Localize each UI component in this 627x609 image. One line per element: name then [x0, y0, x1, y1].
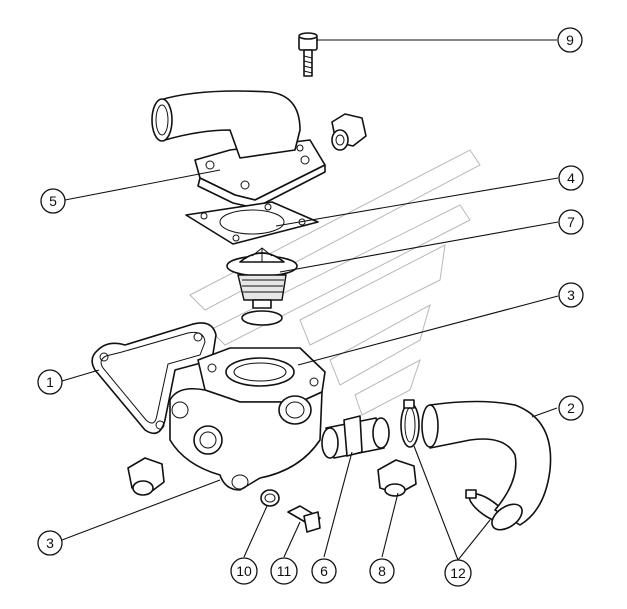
callout-label-6: 6 [320, 563, 328, 579]
callout-label-3-lower: 3 [46, 535, 54, 551]
callout-3-lower: 3 [37, 530, 63, 556]
callout-label-1: 1 [46, 374, 54, 390]
callout-label-7: 7 [567, 214, 575, 230]
callout-8: 8 [369, 558, 395, 584]
callout-9: 9 [557, 27, 583, 53]
callout-5: 5 [40, 188, 66, 214]
plug-part [331, 113, 367, 151]
small-bolt-part [287, 505, 321, 533]
callout-label-10: 10 [236, 563, 252, 579]
callout-1: 1 [37, 369, 63, 395]
connector-pipe-part [321, 415, 390, 459]
callout-11: 11 [270, 557, 298, 585]
watermark-logo [189, 149, 481, 416]
callout-label-3-upper: 3 [567, 287, 575, 303]
leader-lines [61, 39, 559, 561]
callout-6: 6 [311, 558, 337, 584]
outlet-elbow-housing-part [151, 90, 326, 209]
callout-label-11: 11 [277, 563, 292, 579]
callout-4: 4 [558, 165, 584, 191]
hose-clip-upper-part [400, 399, 420, 448]
callout-label-12: 12 [450, 565, 466, 581]
sealing-washer-part [260, 489, 280, 507]
housing-gasket-part [185, 201, 319, 245]
thermostat-housing-body-part [169, 347, 326, 491]
callout-7: 7 [558, 209, 584, 235]
callout-label-5: 5 [49, 193, 57, 209]
callout-3-upper: 3 [558, 282, 584, 308]
callout-label-2: 2 [567, 400, 575, 416]
callout-10: 10 [230, 557, 258, 585]
drain-plug-part [377, 459, 417, 497]
callout-12: 12 [444, 559, 472, 587]
main-gasket-part [91, 322, 217, 435]
left-plug-part [127, 457, 165, 496]
callout-2: 2 [558, 395, 584, 421]
callout-label-4: 4 [567, 170, 575, 186]
bolt-part [298, 32, 318, 77]
callout-label-9: 9 [566, 32, 574, 48]
coolant-hose-part [421, 400, 552, 531]
callout-label-8: 8 [378, 563, 386, 579]
thermostat-part [226, 247, 298, 326]
